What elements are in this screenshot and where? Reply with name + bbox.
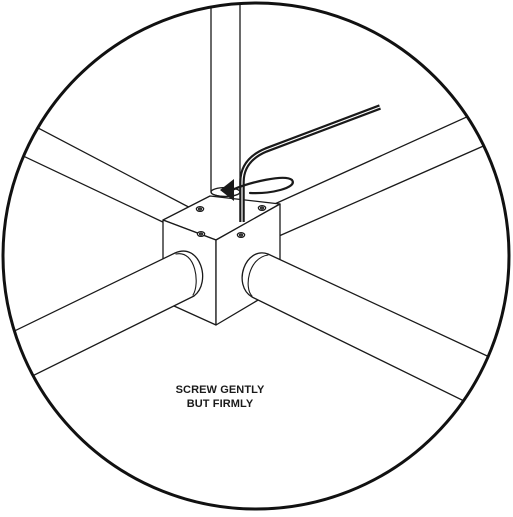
instruction-line-1: SCREW GENTLY [120,383,320,397]
vertical-post [211,0,240,197]
instruction-line-2: BUT FIRMLY [120,397,320,411]
upper-right-tube [268,96,513,236]
upper-left-tube [0,108,200,224]
